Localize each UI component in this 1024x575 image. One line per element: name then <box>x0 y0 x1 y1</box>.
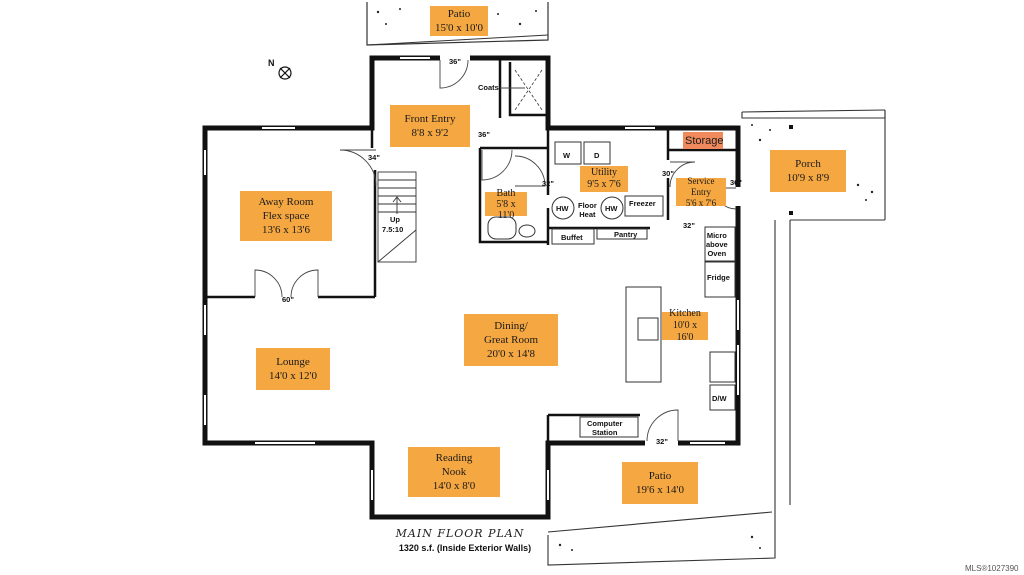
room-name: Dining/ <box>494 320 528 332</box>
room-name: Reading <box>435 452 473 464</box>
hot-water-tag-1: HW <box>556 204 569 213</box>
door-width-away: 34" <box>368 153 380 162</box>
room-size: 15'0 x 10'0 <box>435 22 483 34</box>
door-width-french: 60" <box>282 295 294 304</box>
room-name: Away Room <box>258 196 314 208</box>
microwave-tag: Micro above Oven <box>706 231 728 258</box>
room-size: 20'0 x 14'8 <box>487 348 535 360</box>
pantry-tag: Pantry <box>614 230 638 239</box>
north-label: N <box>268 58 275 68</box>
north-compass <box>278 66 292 80</box>
door-width-front-top: 36" <box>449 57 461 66</box>
listing-id: MLS®1027390 <box>965 564 1019 573</box>
room-size: 9'5 x 7'6 <box>587 179 621 190</box>
interior-walls <box>205 58 738 443</box>
room-label-service-entry: Service Entry 5'6 x 7'6 <box>676 175 726 208</box>
room-label-patio-bottom: Patio 19'6 x 14'0 <box>622 462 698 504</box>
room-label-utility: Utility 9'5 x 7'6 <box>580 166 628 192</box>
stair-up-tag: Up <box>390 215 400 224</box>
buffet-tag: Buffet <box>561 233 583 242</box>
micro-line-3: Oven <box>707 249 727 258</box>
door-width-service-side: 36" <box>730 178 742 187</box>
room-label-porch: Porch 10'9 x 8'9 <box>770 150 846 192</box>
room-size: 10'9 x 8'9 <box>786 172 830 184</box>
room-name: Bath <box>496 187 516 199</box>
room-label-dining: Dining/ Great Room 20'0 x 14'8 <box>464 314 558 366</box>
fridge-tag: Fridge <box>707 273 730 282</box>
door-width-utility-right: 30" <box>662 169 674 178</box>
dishwasher-tag: D/W <box>712 394 727 403</box>
room-name: Patio <box>648 470 672 482</box>
stair-ratio-tag: 7.5:10 <box>382 225 404 234</box>
room-size: 8'8 x 9'2 <box>411 127 449 139</box>
staircase <box>377 171 417 263</box>
plan-subtitle: 1320 s.f. (Inside Exterior Walls) <box>398 543 532 553</box>
room-label-patio-top: Patio 15'0 x 10'0 <box>430 6 488 36</box>
room-name: Front Entry <box>404 113 456 125</box>
room-label-kitchen: Kitchen 10'0 x 16'0 <box>662 308 708 343</box>
room-size: 10'0 x 16'0 <box>672 320 698 343</box>
room-size: 5'6 x 7'6 <box>685 197 717 208</box>
door-width-utility-left: 32" <box>542 179 554 188</box>
room-sub: Great Room <box>483 334 539 346</box>
floor-heat-line-1: Floor <box>578 201 597 210</box>
room-name: Lounge <box>276 356 310 368</box>
room-name: Patio <box>447 8 471 20</box>
room-label-lounge: Lounge 14'0 x 12'0 <box>256 348 330 390</box>
floor-heat-line-2: Heat <box>579 210 596 219</box>
room-label-storage: Storage <box>683 132 724 149</box>
room-label-reading-nook: Reading Nook 14'0 x 8'0 <box>408 447 500 497</box>
freezer-tag: Freezer <box>629 199 656 208</box>
computer-line-1: Computer <box>587 419 623 428</box>
plan-title: MAIN FLOOR PLAN <box>395 527 525 540</box>
room-label-away-room: Away Room Flex space 13'6 x 13'6 <box>240 191 332 241</box>
room-sub: Flex space <box>262 210 310 222</box>
door-width-service-bottom: 32" <box>683 221 695 230</box>
windows <box>204 57 739 500</box>
room-size: 13'6 x 13'6 <box>262 224 310 236</box>
door-width-front-side: 36" <box>478 130 490 139</box>
washer-tag: W <box>563 151 571 160</box>
micro-line-1: Micro <box>706 231 727 240</box>
floor-heat-tag: Floor Heat <box>578 201 597 219</box>
room-name: Porch <box>795 158 821 170</box>
bottom-patio-deck <box>547 109 886 566</box>
fixtures <box>487 141 736 438</box>
computer-line-2: Station <box>592 428 618 437</box>
room-size: 5'8 x 11'0 <box>496 198 516 221</box>
room-name: Storage <box>685 134 724 147</box>
room-name: Kitchen <box>669 308 701 319</box>
top-patio-deck <box>366 2 549 46</box>
dryer-tag: D <box>594 151 600 160</box>
hot-water-tag-2: HW <box>605 204 618 213</box>
door-openings <box>440 54 742 447</box>
coats-tag: Coats <box>478 83 499 92</box>
room-size: 14'0 x 8'0 <box>432 480 476 492</box>
room-label-front-entry: Front Entry 8'8 x 9'2 <box>390 105 470 147</box>
room-name: Utility <box>590 167 618 178</box>
room-sub: Nook <box>441 466 467 478</box>
room-size: 14'0 x 12'0 <box>269 370 317 382</box>
door-swings <box>254 59 737 442</box>
room-size: 19'6 x 14'0 <box>636 484 684 496</box>
micro-line-2: above <box>706 240 728 249</box>
computer-station-tag: Computer Station <box>587 419 622 437</box>
closet-dashes <box>514 69 543 111</box>
room-label-bath: Bath 5'8 x 11'0 <box>485 188 527 221</box>
door-width-patio: 32" <box>656 437 668 446</box>
room-name: Service Entry <box>687 175 715 197</box>
